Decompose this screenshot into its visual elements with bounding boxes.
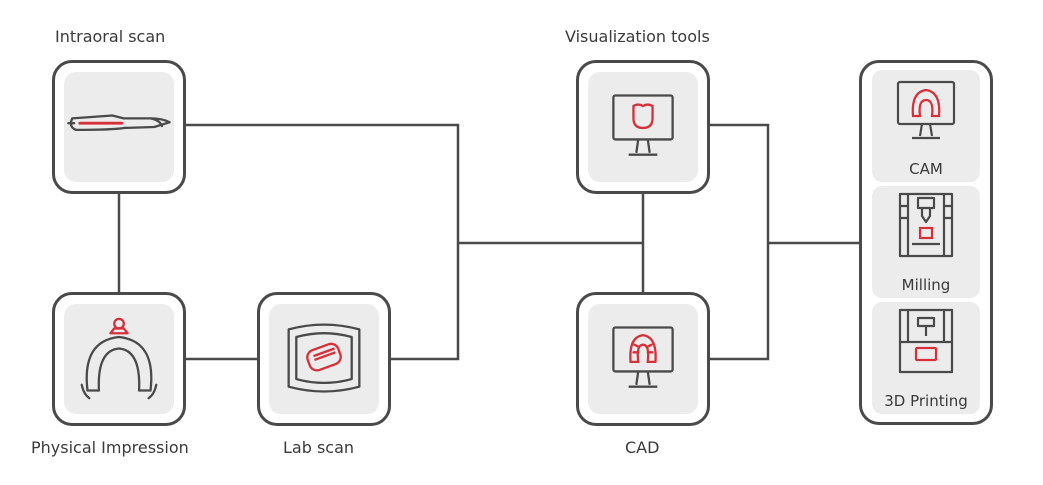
monitor-arch-icon (896, 80, 956, 140)
monitor-tooth-icon (612, 94, 674, 156)
milling-cell: Milling (872, 186, 980, 298)
milling-machine-icon (898, 192, 954, 258)
impression-tray-icon (80, 317, 158, 400)
lab-scanner-icon (287, 323, 361, 393)
intraoral-scan-node (52, 60, 186, 194)
cad-label: CAD (625, 438, 660, 457)
cad-node (576, 292, 710, 426)
cam-label: CAM (909, 160, 943, 178)
visualization-tools-node (576, 60, 710, 194)
lab-scan-node (257, 292, 391, 426)
physical-impression-node (52, 292, 186, 426)
intraoral-scan-label: Intraoral scan (55, 27, 166, 46)
visualization-tools-label: Visualization tools (565, 27, 710, 46)
cam-cell: CAM (872, 70, 980, 182)
3d-printer-icon (898, 308, 954, 374)
3d-printing-label: 3D Printing (884, 392, 968, 410)
physical-impression-label: Physical Impression (31, 438, 189, 457)
lab-scan-label: Lab scan (283, 438, 355, 457)
3d-printing-cell: 3D Printing (872, 302, 980, 414)
monitor-arch-icon (612, 326, 674, 388)
milling-label: Milling (901, 276, 951, 294)
intraoral-scanner-icon (67, 114, 171, 132)
output-stack: CAM Milling 3D Prin (859, 60, 993, 425)
